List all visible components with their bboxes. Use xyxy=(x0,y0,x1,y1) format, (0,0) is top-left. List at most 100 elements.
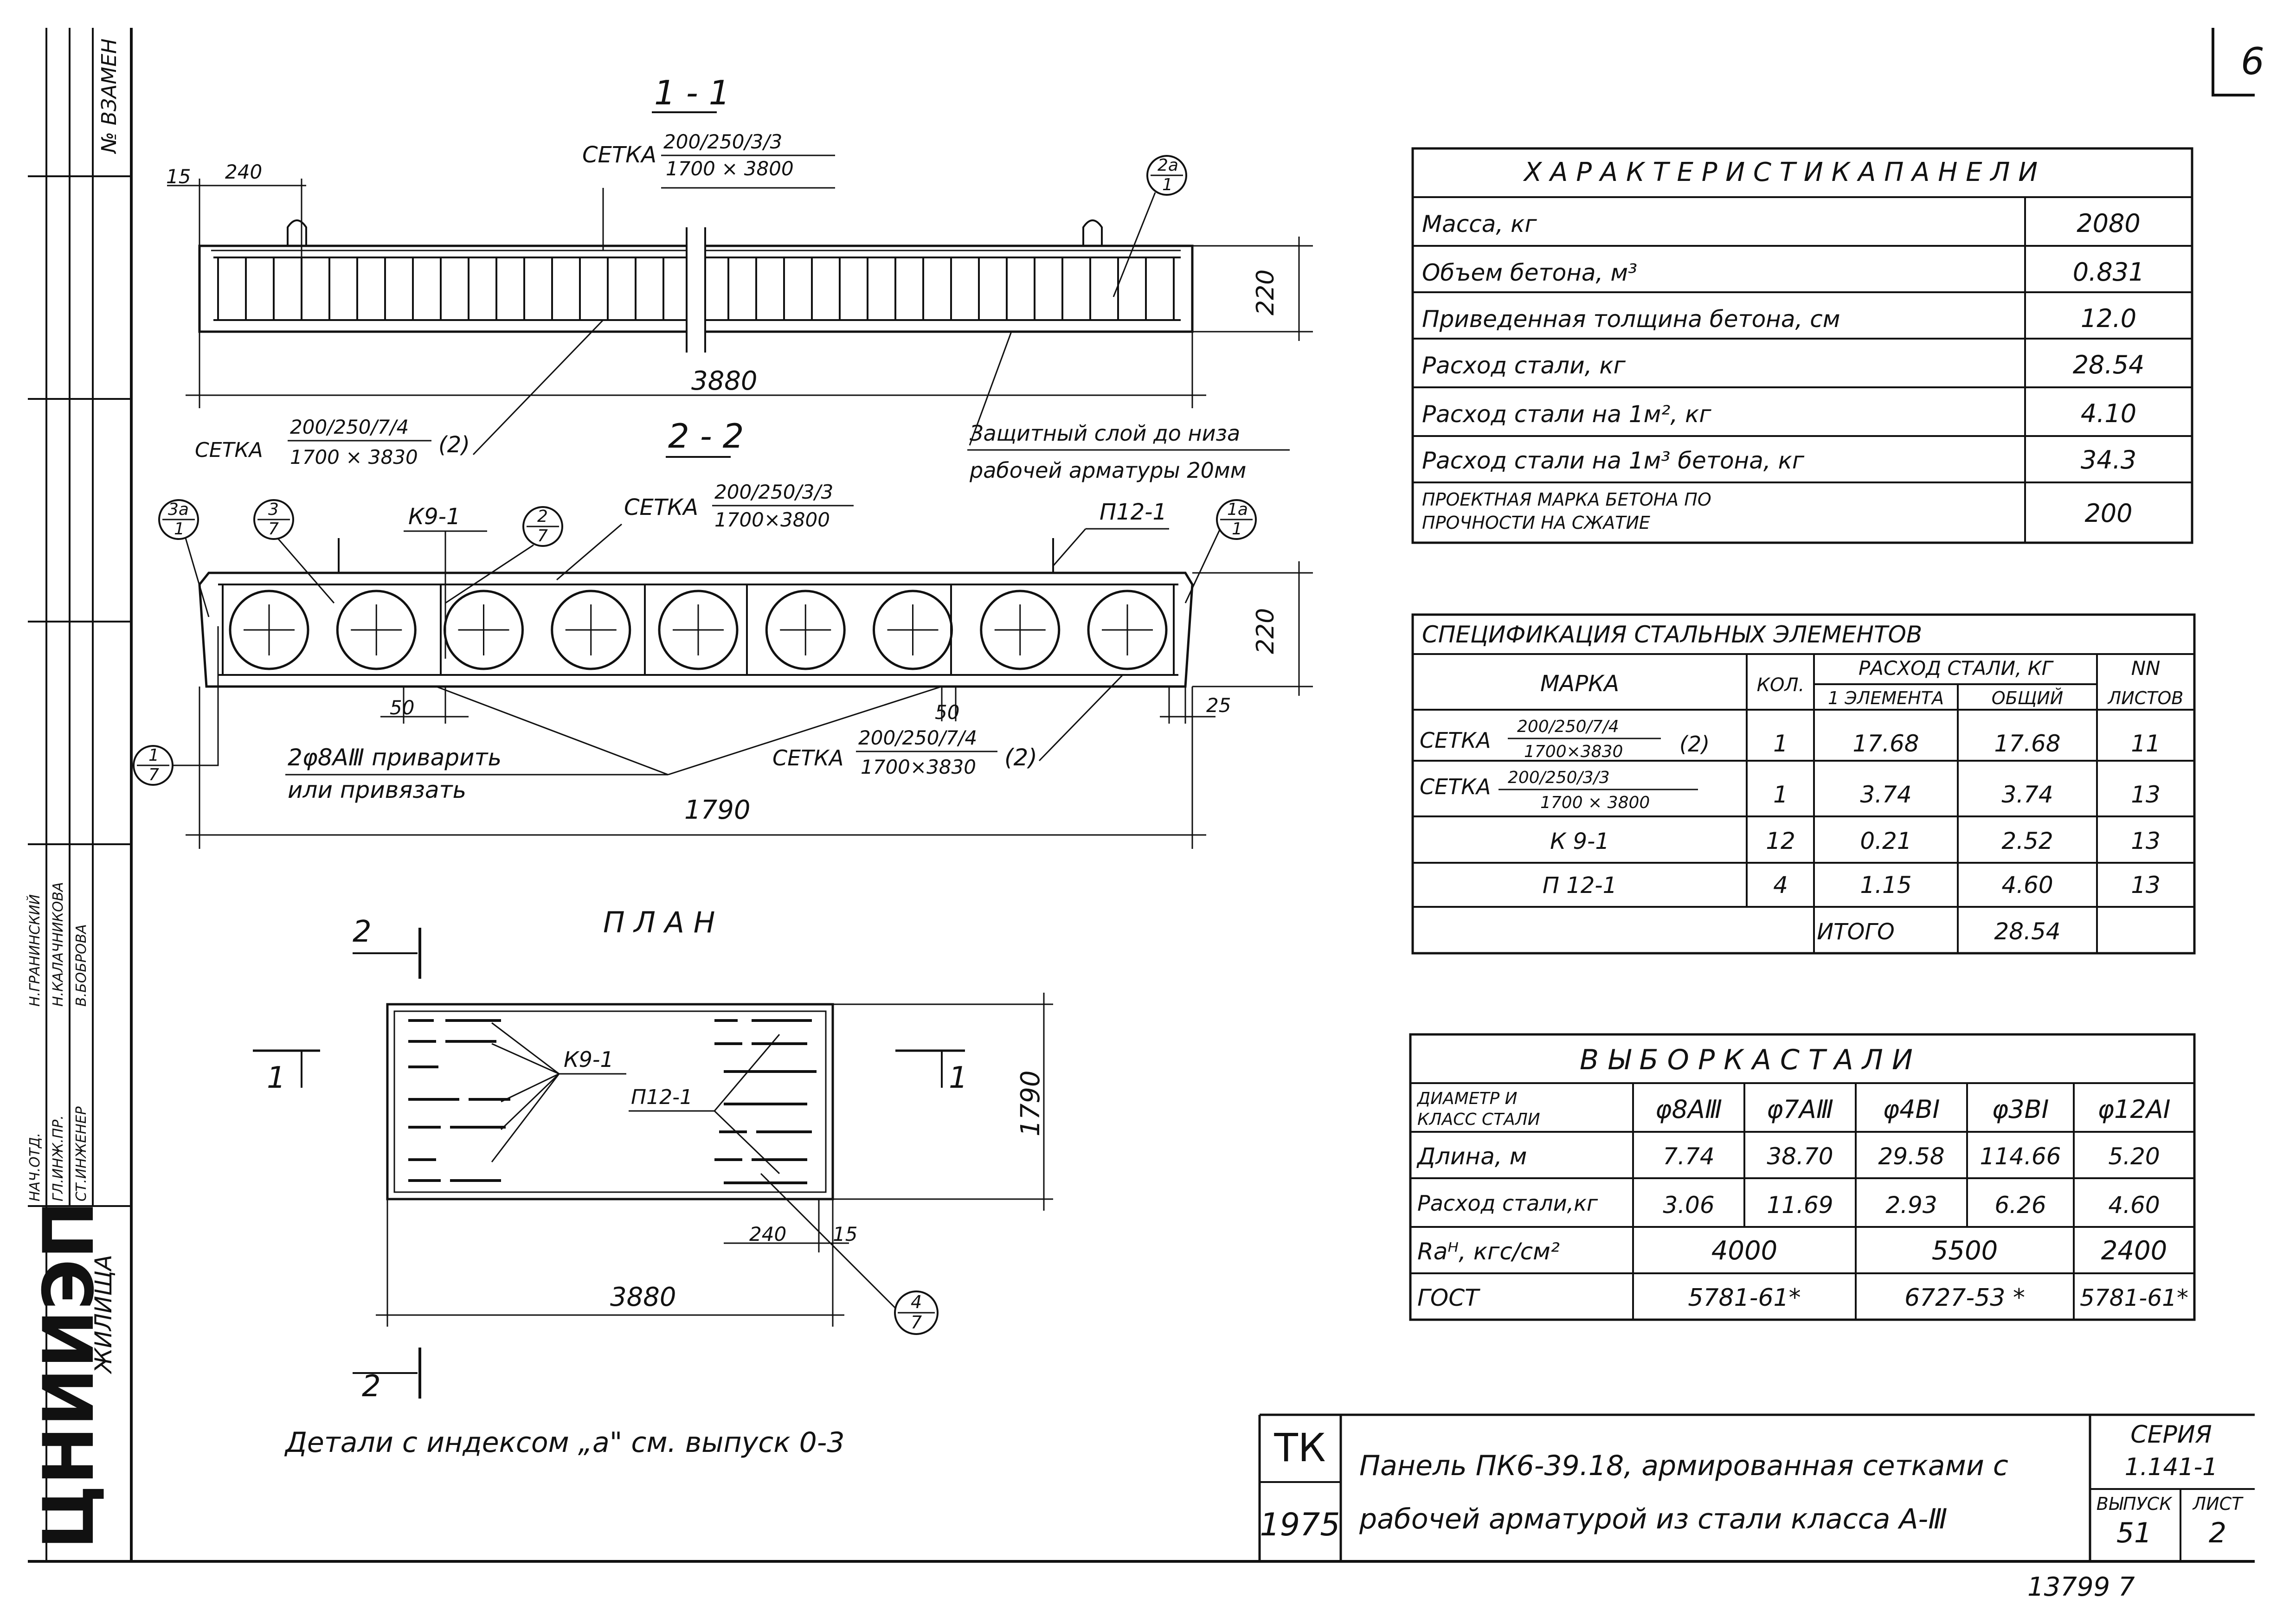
plan-dim-15: 15 xyxy=(833,1223,857,1245)
org-logo: ЦНИИЭП xyxy=(29,1201,109,1549)
stamp-name-1: Н.ГРАНИНСКИЙ xyxy=(26,894,43,1007)
section-2-2: 2 - 2 СЕТКА 200/250/3/3 1700×3800 К9-1 П… xyxy=(133,417,1313,849)
spec-header-sheets-1: NN xyxy=(2131,657,2161,680)
mesh-top-label-2: СЕТКА xyxy=(624,494,698,520)
weld-note-line1: 2φ8АⅢ приварить xyxy=(288,744,502,771)
char-row-3-label: Приведенная толщина бетона, см xyxy=(1422,306,1840,333)
spec-header-steel: РАСХОД СТАЛИ, КГ xyxy=(1859,657,2054,680)
p12-label: П12-1 xyxy=(1100,499,1167,525)
selection-length-label: Длина, м xyxy=(1416,1143,1527,1170)
void-2 xyxy=(336,590,417,670)
svg-text:2: 2 xyxy=(537,507,548,526)
selection-ra-2: 5500 xyxy=(1932,1236,1998,1266)
char-row-7-label-1: ПРОЕКТНАЯ МАРКА БЕТОНА ПО xyxy=(1422,489,1711,510)
mesh-top-label: СЕТКА xyxy=(582,142,656,168)
callout-1-7: 1 7 xyxy=(133,626,219,786)
dim-25: 25 xyxy=(1206,694,1231,717)
section-1-1-stirrups xyxy=(217,257,1175,320)
selection-consumption-1: 3.06 xyxy=(1663,1192,1714,1219)
series-value: 1.141-1 xyxy=(2125,1453,2218,1481)
spec-total-label: ИТОГО xyxy=(1817,919,1895,945)
selection-col-4: φ3ВI xyxy=(1992,1095,2049,1124)
callout-4-num: 4 xyxy=(911,1292,922,1312)
plan-dim-240: 240 xyxy=(749,1223,786,1245)
spec-header-total: ОБЩИЙ xyxy=(1992,688,2063,708)
spec-row-4-qty: 4 xyxy=(1773,872,1788,899)
plan-cut-1-left: 1 xyxy=(267,1061,286,1095)
spec-row-1-qty: 1 xyxy=(1773,730,1788,757)
selection-consumption-label: Расход стали,кг xyxy=(1417,1191,1598,1216)
section-1-1-height: 220 xyxy=(1252,270,1280,315)
svg-text:3: 3 xyxy=(268,500,279,519)
callout-2-7: 2 7 xyxy=(445,506,563,604)
dim-15: 15 xyxy=(166,165,191,188)
selection-gost-1: 5781-61* xyxy=(1688,1284,1801,1312)
selection-col-1: φ8АⅢ xyxy=(1655,1095,1722,1124)
issue-label: ВЫПУСК xyxy=(2097,1494,2173,1514)
section-1-1-length: 3880 xyxy=(691,366,758,396)
char-row-1-label: Масса, кг xyxy=(1422,211,1537,237)
mesh-top-numerator-2: 200/250/3/3 xyxy=(714,481,833,503)
svg-text:3a: 3a xyxy=(168,500,189,519)
mesh-bottom-label-2: СЕТКА xyxy=(772,745,843,770)
char-row-5-value: 4.10 xyxy=(2081,399,2136,428)
void-5 xyxy=(658,590,739,670)
sheet-frame: 6 xyxy=(28,28,2264,1563)
spec-row-4-sheet: 13 xyxy=(2131,872,2161,899)
dim-50-right: 50 xyxy=(935,701,959,724)
title-line-2: рабочей арматурой из стали класса А-Ⅲ xyxy=(1359,1503,1948,1535)
section-2-2-height: 220 xyxy=(1252,608,1280,654)
spec-row-4-mark: П 12-1 xyxy=(1543,873,1617,899)
mesh-top-denominator: 1700 × 3800 xyxy=(666,157,794,180)
selection-length-1: 7.74 xyxy=(1663,1143,1714,1170)
k9-label: К9-1 xyxy=(408,504,460,530)
void-3 xyxy=(444,590,524,670)
callout-2a-num: 2a xyxy=(1158,156,1178,175)
svg-text:1: 1 xyxy=(1232,520,1242,539)
plan-rebar-dashes xyxy=(408,1019,817,1184)
stamp-role-2: ГЛ.ИНЖ.ПР. xyxy=(50,1115,66,1201)
svg-text:7: 7 xyxy=(148,765,159,784)
cover-note-line2: рабочей арматуры 20мм xyxy=(969,458,1246,483)
panel-characteristics-table: Х А Р А К Т Е Р И С Т И К А П А Н Е Л И … xyxy=(1411,147,2193,544)
char-row-4-label: Расход стали, кг xyxy=(1422,352,1626,379)
selection-length-4: 114.66 xyxy=(1980,1143,2061,1170)
side-stamp: № ВЗАМЕН НАЧ.ОТД. ГЛ.ИНЖ.ПР. СТ.ИНЖЕНЕР … xyxy=(26,28,131,1561)
callout-1a-1: 1a 1 xyxy=(1184,499,1257,603)
stamp-name-3: В.БОБРОВА xyxy=(73,924,90,1007)
cover-note-line1: Защитный слой до низа xyxy=(970,421,1240,446)
characteristics-title: Х А Р А К Т Е Р И С Т И К А П А Н Е Л И xyxy=(1523,157,2038,187)
plan-p12-label: П12-1 xyxy=(631,1085,693,1109)
section-1-1: 1 - 1 СЕТКА 200/250/3/3 1700 × 3800 15 2… xyxy=(166,73,1313,483)
selection-length-5: 5.20 xyxy=(2108,1143,2160,1170)
plan-k9-label: К9-1 xyxy=(564,1047,614,1072)
spec-row-1-mark: СЕТКА xyxy=(1420,728,1491,753)
char-row-6-value: 34.3 xyxy=(2081,445,2136,475)
plan-title: П Л А Н xyxy=(603,905,715,939)
stamp-name-2: Н.КАЛАЧНИКОВА xyxy=(50,882,66,1007)
spec-title: СПЕЦИФИКАЦИЯ СТАЛЬНЫХ ЭЛЕМЕНТОВ xyxy=(1422,621,1922,648)
spec-row-2-per-element: 3.74 xyxy=(1860,781,1911,808)
spec-header-per-element: 1 ЭЛЕМЕНТА xyxy=(1828,688,1944,708)
title-code: ТК xyxy=(1274,1425,1326,1470)
spec-total-value: 28.54 xyxy=(1994,918,2060,945)
mesh-bottom-numerator: 200/250/7/4 xyxy=(290,416,409,438)
mesh-top-numerator: 200/250/3/3 xyxy=(663,130,782,153)
plan-view: П Л А Н 2 1 1 К9 xyxy=(253,905,1053,1404)
spec-header-sheets-2: ЛИСТОВ xyxy=(2107,688,2184,708)
sheet-label: ЛИСТ xyxy=(2192,1494,2244,1514)
spec-row-3-per-element: 0.21 xyxy=(1860,828,1911,854)
spec-row-2-mark: СЕТКА xyxy=(1420,774,1491,799)
title-year: 1975 xyxy=(1260,1507,1340,1543)
details-note: Детали с индексом „а" см. выпуск 0-3 xyxy=(284,1426,845,1459)
spec-row-2-total: 3.74 xyxy=(2001,781,2053,808)
mesh-bottom-label: СЕТКА xyxy=(195,438,263,462)
plan-cut-2-top: 2 xyxy=(353,915,372,949)
selection-col-3: φ4ВI xyxy=(1883,1095,1940,1124)
selection-gost-3: 5781-61* xyxy=(2080,1284,2188,1311)
section-2-2-width: 1790 xyxy=(684,795,751,825)
plan-cut-2-bottom: 2 xyxy=(362,1369,381,1404)
spec-row-3-mark: К 9-1 xyxy=(1550,828,1609,854)
svg-text:1: 1 xyxy=(148,746,159,765)
